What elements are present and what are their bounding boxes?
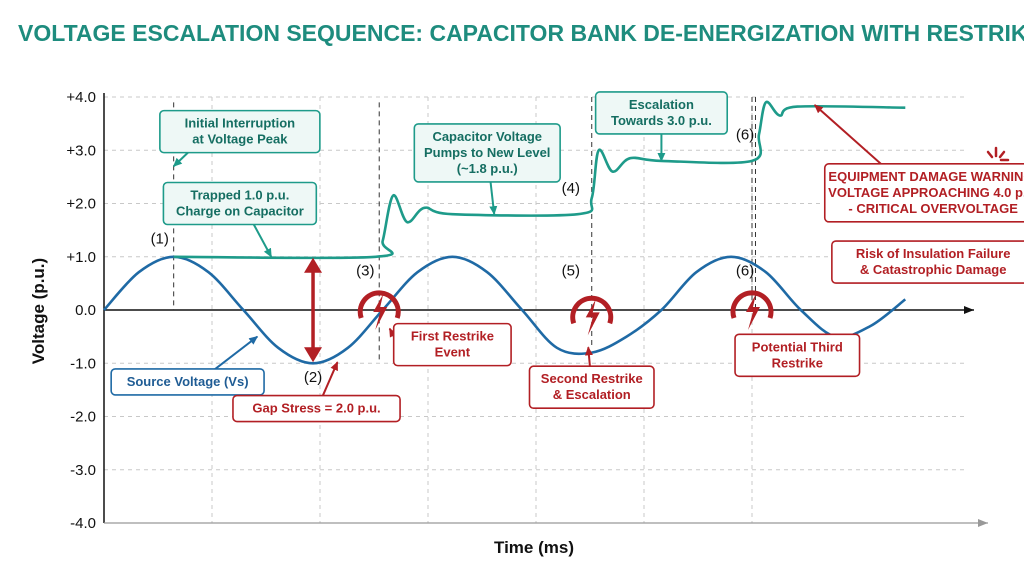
x-axis-label: Time (ms) — [494, 538, 574, 557]
annotation-text: Pumps to New Level — [424, 145, 550, 160]
annotation-text: Second Restrike — [541, 371, 643, 386]
annotation-text: Event — [435, 345, 471, 360]
annotation-callout: Gap Stress = 2.0 p.u. — [232, 361, 401, 423]
restrike-arc — [730, 290, 774, 319]
source-voltage-line — [103, 255, 907, 365]
annotation-text: Initial Interruption — [185, 116, 296, 131]
annotation-text: Restrike — [772, 355, 823, 370]
point-label: (3) — [356, 262, 374, 279]
lightning-bolt-icon — [373, 294, 388, 330]
point-label: (6) — [736, 127, 754, 144]
point-label: (4) — [562, 180, 580, 197]
annotation-callout: Source Voltage (Vs) — [110, 335, 265, 396]
point-label: (6) — [736, 262, 754, 279]
annotation-callout: Risk of Insulation Failure& Catastrophic… — [831, 240, 1024, 284]
point-label: (1) — [151, 230, 169, 247]
annotation-text: Charge on Capacitor — [176, 204, 304, 219]
annotation-box — [159, 109, 321, 154]
annotation-text: VOLTAGE APPROACHING 4.0 p.u. — [828, 185, 1024, 200]
annotation-text: & Catastrophic Damage — [860, 262, 1007, 277]
gap-stress-arrowhead-up — [304, 257, 323, 273]
gap-stress-arrowhead-down — [304, 347, 323, 363]
y-tick-label: -2.0 — [70, 409, 96, 426]
y-tick-label: +1.0 — [66, 249, 96, 266]
annotation-arrow — [321, 361, 339, 398]
restrike-arc — [357, 290, 401, 319]
annotation-text: Risk of Insulation Failure — [856, 246, 1011, 261]
axes: +4.0 +3.0 +2.0 +1.0 0.0 -1.0 -2.0 -3.0 -4.0 — [66, 89, 988, 532]
annotation-text: (~1.8 p.u.) — [457, 161, 518, 176]
marks-layer: (1) (2) (3) (4) (5) (6) (6) — [151, 127, 1010, 386]
annotation-box — [734, 333, 861, 378]
point-label: (2) — [304, 369, 322, 386]
restrike-icon — [730, 290, 774, 330]
annotation-text: First Restrike — [411, 329, 494, 344]
y-tick-label: -4.0 — [70, 515, 96, 532]
annotation-text: Towards 3.0 p.u. — [611, 113, 712, 128]
annotation-text: Potential Third — [752, 339, 843, 354]
warning-ray — [986, 150, 994, 159]
annotation-box — [232, 394, 401, 423]
lightning-bolt-icon — [746, 294, 760, 330]
annotation-arrow — [251, 221, 273, 258]
chart-title: VOLTAGE ESCALATION SEQUENCE: CAPACITOR B… — [18, 20, 1024, 46]
annotation-callout: EQUIPMENT DAMAGE WARNING:VOLTAGE APPROAC… — [813, 104, 1024, 223]
y-tick-label: 0.0 — [75, 302, 96, 319]
y-tick-label: -3.0 — [70, 462, 96, 479]
y-tick-label: +2.0 — [66, 196, 96, 213]
annotation-box — [392, 322, 512, 367]
annotation-text: Source Voltage (Vs) — [127, 374, 249, 389]
annotation-box — [823, 163, 1024, 223]
y-tick-label: +3.0 — [66, 142, 96, 159]
annotation-text: - CRITICAL OVERVOLTAGE — [848, 201, 1018, 216]
annotation-arrow — [584, 346, 593, 367]
annotation-box — [413, 123, 561, 183]
y-tick-label: -1.0 — [70, 355, 96, 372]
annotation-text: Trapped 1.0 p.u. — [190, 188, 289, 203]
restrike-arc — [570, 295, 614, 325]
point-label: (5) — [562, 262, 580, 279]
restrike-icon — [570, 295, 614, 336]
lightning-bolt-icon — [585, 299, 600, 336]
annotation-box — [162, 181, 318, 226]
series-layer — [103, 100, 907, 365]
annotation-arrow — [489, 181, 498, 216]
annotation-box — [594, 91, 729, 135]
annotation-callout: Trapped 1.0 p.u.Charge on Capacitor — [162, 181, 318, 258]
annotation-box — [528, 365, 655, 410]
annotation-box — [110, 368, 265, 396]
annotation-text: Capacitor Voltage — [432, 129, 542, 144]
y-tick-label: +4.0 — [66, 89, 96, 106]
restrike-icon — [357, 290, 401, 330]
annotation-text: EQUIPMENT DAMAGE WARNING: — [828, 169, 1024, 184]
annotation-text: at Voltage Peak — [192, 132, 288, 147]
y-axis-label: Voltage (p.u.) — [29, 258, 48, 364]
annotation-text: Gap Stress = 2.0 p.u. — [252, 401, 380, 416]
capacitor-voltage-line — [173, 100, 906, 260]
warning-ray — [998, 150, 1006, 159]
annotation-text: & Escalation — [553, 387, 631, 402]
annotation-box — [831, 240, 1024, 284]
annotation-text: Escalation — [629, 97, 694, 112]
annotation-callout: Second Restrike& Escalation — [528, 346, 655, 410]
